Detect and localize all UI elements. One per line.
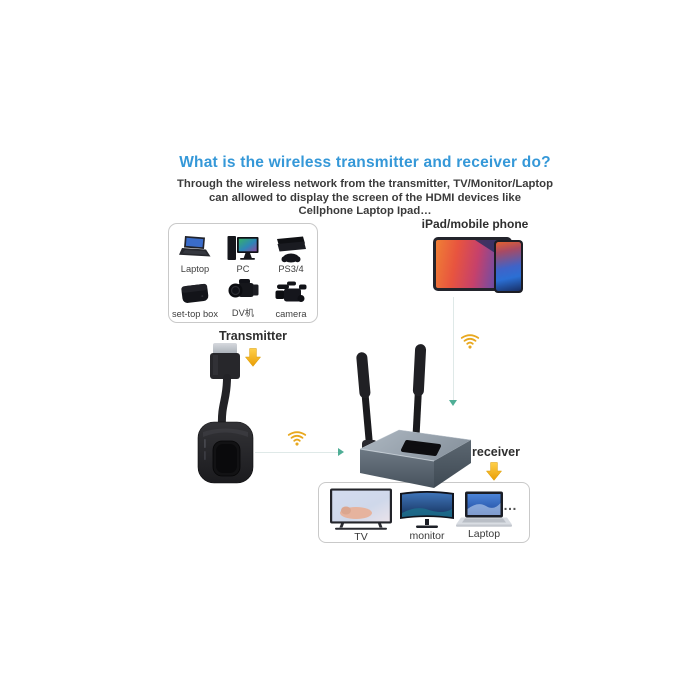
connector-line-vertical	[453, 297, 454, 401]
desktop-pc-icon	[227, 236, 259, 260]
source-item-laptop: Laptop	[171, 229, 219, 274]
receiver-unit	[356, 344, 472, 488]
source-item-label: DV机	[231, 308, 255, 318]
down-arrow-icon	[245, 348, 261, 367]
description-line-3: Cellphone Laptop Ipad…	[298, 205, 432, 218]
down-arrow-icon	[486, 462, 502, 481]
description-line-2: can allowed to display the screen of the…	[208, 191, 522, 204]
source-item-settopbox: set-top box	[171, 274, 219, 319]
connector-arrowhead-right	[338, 448, 344, 456]
output-item-label: monitor	[409, 530, 445, 542]
description-line-1: Through the wireless network from the tr…	[177, 178, 553, 190]
cable	[217, 374, 231, 430]
output-devices-box: TV monitor	[318, 482, 530, 543]
output-more-ellipsis: …	[503, 497, 518, 513]
mobile-devices-label: iPad/mobile phone	[421, 217, 529, 231]
hdmi-connector-tip	[213, 343, 237, 354]
phone-screen	[496, 242, 521, 291]
source-item-label: PC	[236, 264, 250, 274]
connector-arrowhead-down	[449, 400, 457, 406]
source-item-pc: PC	[219, 229, 267, 274]
source-item-dv: DV机	[219, 274, 267, 319]
transmitter-label: Transmitter	[218, 329, 288, 343]
wifi-icon	[287, 431, 307, 446]
receiver-front-face	[360, 449, 434, 488]
output-item-monitor: monitor	[399, 489, 455, 542]
source-devices-box: Laptop PC set-top box	[168, 223, 318, 323]
camcorder-icon	[228, 279, 259, 298]
output-item-laptop: Laptop	[456, 491, 512, 540]
description-paragraph: Through the wireless network from the tr…	[160, 178, 570, 219]
tv-icon	[330, 488, 392, 530]
laptop-icon	[179, 236, 211, 257]
phone-image	[494, 240, 523, 293]
output-item-tv: TV	[329, 488, 393, 543]
receiver-top-slot	[401, 440, 441, 456]
source-item-label: set-top box	[172, 309, 218, 319]
monitor-icon	[400, 491, 454, 528]
source-item-label: camera	[275, 309, 307, 319]
video-camera-icon	[275, 281, 307, 302]
game-console-icon	[277, 236, 306, 263]
set-top-box-icon	[181, 283, 209, 303]
connector-line-horizontal	[255, 452, 340, 453]
transmitter-dongle	[197, 343, 254, 484]
output-item-label: TV	[354, 531, 368, 543]
receiver-side-face	[434, 440, 471, 488]
output-item-label: Laptop	[467, 528, 501, 540]
source-item-label: PS3/4	[278, 264, 304, 274]
wifi-icon	[460, 334, 480, 349]
receiver-label: receiver	[472, 445, 520, 459]
source-item-label: Laptop	[180, 264, 210, 274]
source-item-ps34: set-top box PS3/4	[267, 229, 315, 274]
source-item-camera: camera	[267, 274, 315, 319]
page-title: What is the wireless transmitter and rec…	[179, 154, 551, 171]
laptop-icon	[456, 491, 512, 527]
antenna-left	[356, 352, 374, 447]
